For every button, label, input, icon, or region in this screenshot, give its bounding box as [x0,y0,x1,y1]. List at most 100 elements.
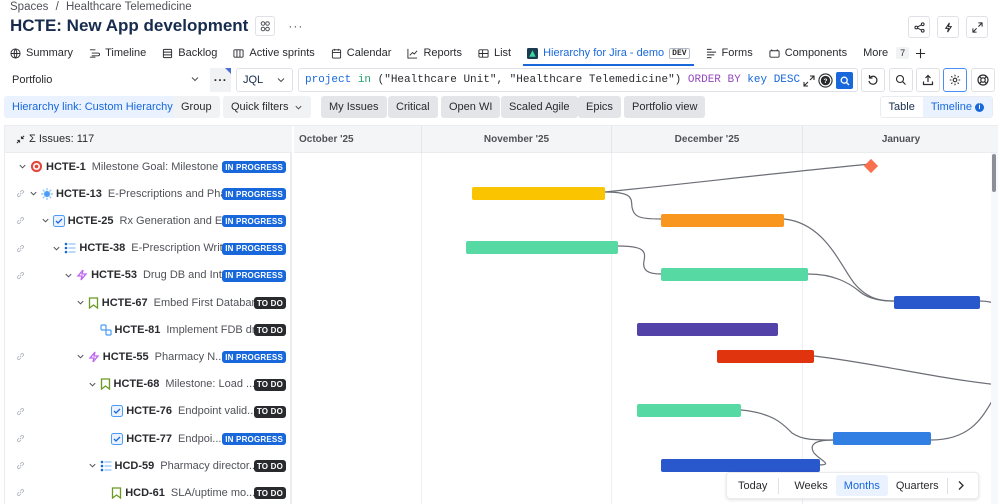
timeline-bar[interactable] [661,213,784,227]
info-icon[interactable]: i [975,102,984,112]
search-button[interactable] [889,68,913,92]
tab-calendar[interactable]: Calendar [331,42,391,64]
group-button[interactable]: Group [173,96,220,118]
chevron-down-icon[interactable] [88,461,97,470]
hierarchy-link-button[interactable]: Hierarchy link: Custom Hierarchy [4,96,181,118]
link-icon[interactable] [16,189,25,198]
issue-key[interactable]: HCTE-76 [126,405,173,418]
filter-portfolio-view[interactable]: Portfolio view [624,96,706,118]
today-button[interactable]: Today [738,479,768,492]
link-icon[interactable] [16,434,25,443]
tab-list[interactable]: List [478,42,511,64]
link-icon[interactable] [16,271,25,280]
portfolio-select[interactable]: Portfolio [4,68,208,92]
portfolio-more-button[interactable]: ··· [210,68,231,92]
reset-button[interactable] [861,68,885,92]
issue-key[interactable]: HCTE-68 [113,378,160,391]
filter-epics[interactable]: Epics [578,96,621,118]
more-actions-button[interactable]: ··· [288,19,304,33]
chevron-down-icon[interactable] [64,271,73,280]
link-icon[interactable] [16,461,25,470]
fullscreen-button[interactable] [966,16,988,38]
timeline-bar[interactable] [661,268,808,282]
link-icon[interactable] [16,216,25,225]
chevron-down-icon[interactable] [18,162,27,171]
link-icon[interactable] [16,407,25,416]
issue-key[interactable]: HCTE-25 [67,214,114,227]
issue-key[interactable]: HCTE-13 [56,187,102,200]
breadcrumb-spaces[interactable]: Spaces [10,1,49,13]
timeline-bar[interactable] [637,322,778,336]
jql-input[interactable]: project in ("Healthcare Unit", "Healthca… [298,68,858,92]
support-button[interactable] [971,68,995,92]
filter-my-issues[interactable]: My Issues [321,96,387,118]
settings-button[interactable] [943,68,967,92]
view-table[interactable]: Table [888,101,915,113]
zoom-weeks[interactable]: Weeks [794,479,828,492]
issue-key[interactable]: HCTE-53 [91,269,137,282]
chevron-down-icon[interactable] [76,298,85,307]
link-icon[interactable] [16,488,25,497]
timeline-bar[interactable] [472,186,605,200]
timeline-bar[interactable] [661,458,820,472]
issue-key[interactable]: HCTE-55 [102,350,149,363]
collapse-all-icon[interactable] [16,135,25,144]
add-tab-button[interactable] [915,42,926,64]
team-button[interactable] [255,16,276,36]
tab-summary[interactable]: Summary [10,42,73,64]
issue-key[interactable]: HCTE-1 [46,160,86,173]
tab-reports[interactable]: Reports [407,42,462,64]
zoom-quarters[interactable]: Quarters [895,479,939,492]
quick-filters-dropdown[interactable]: Quick filters [223,96,312,118]
timeline-bar[interactable] [637,404,741,418]
chevron-down-icon[interactable] [76,352,85,361]
issue-key[interactable]: HCTE-81 [114,323,161,336]
issue-key[interactable]: HCTE-38 [79,242,126,255]
link-icon[interactable] [16,244,25,253]
timeline-bar[interactable] [894,295,980,309]
link-icon[interactable] [16,352,25,361]
timeline-bar[interactable] [717,349,814,363]
zoom-months[interactable]: Months [835,475,888,496]
tab-hierarchy-for-jira[interactable]: Hierarchy for Jira - demo DEV [523,42,695,66]
view-timeline[interactable]: Timeline i [922,97,992,117]
share-button[interactable] [908,16,930,38]
issue-key[interactable]: HCD-59 [114,459,155,472]
issue-key[interactable]: HCD-61 [125,486,165,499]
breadcrumb-project[interactable]: Healthcare Telemedicine [65,1,192,13]
tab-forms[interactable]: Forms [706,42,753,64]
next-period-button[interactable] [948,475,973,496]
tab-more[interactable]: More 7 [863,42,910,64]
tab-components[interactable]: Components [769,42,847,64]
filter-scaled-agile[interactable]: Scaled Agile [501,96,578,118]
chevron-down-icon[interactable] [52,244,61,253]
tab-backlog[interactable]: Backlog [162,42,217,64]
timeline-scrollbar[interactable] [991,153,998,504]
help-icon[interactable]: ? [818,73,833,88]
automation-button[interactable] [937,16,959,38]
export-button[interactable] [916,68,940,92]
timeline-bar[interactable] [833,431,931,445]
filter-open-wi[interactable]: Open WI [441,96,501,118]
run-query-button[interactable] [836,72,853,89]
tab-active-sprints[interactable]: Active sprints [233,42,315,64]
expand-editor-icon[interactable] [803,74,815,87]
filter-critical[interactable]: Critical [388,96,438,118]
tab-timeline[interactable]: Timeline [89,42,146,64]
issue-key[interactable]: HCTE-77 [126,432,173,445]
query-type-select[interactable]: JQL [236,68,293,92]
chevron-down-icon[interactable] [41,216,50,225]
chevron-down-icon[interactable] [29,189,38,198]
